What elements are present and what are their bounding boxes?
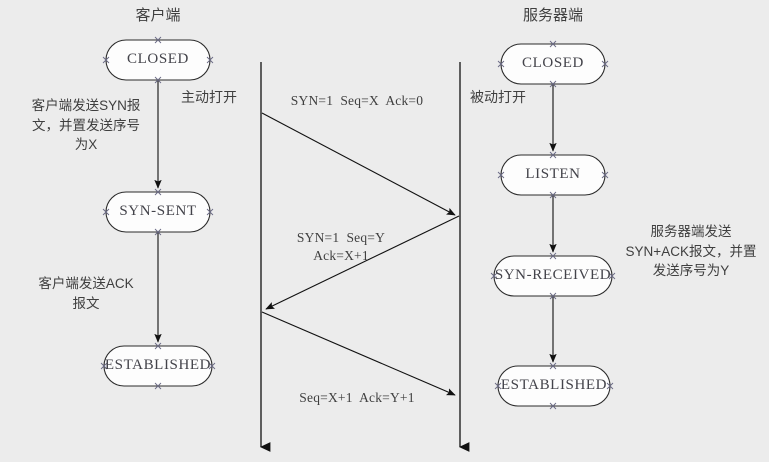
client-note-syn: 客户端发送SYN报 文，并置发送序号 为X xyxy=(31,98,141,153)
message-arrow-ack xyxy=(261,311,456,396)
message-arrow-syn-ack xyxy=(265,215,460,310)
client-state-label-syn-sent: SYN-SENT xyxy=(119,203,197,219)
server-note-syn-ack: 服务器端发送 SYN+ACK报文，并置 发送序号为Y xyxy=(625,224,757,279)
message-label-syn: SYN=1 Seq=X Ack=0 xyxy=(290,93,424,108)
server-state-label-closed: CLOSED xyxy=(522,55,584,71)
message-label-ack: Seq=X+1 Ack=Y+1 xyxy=(299,390,415,405)
message-label-syn-ack: SYN=1 Seq=Y Ack=X+1 xyxy=(296,230,386,264)
server-state-label-listen: LISTEN xyxy=(525,166,581,182)
server-state-label-established: ESTABLISHED xyxy=(500,377,608,393)
client-state-label-closed: CLOSED xyxy=(127,51,189,67)
box-connection-handles xyxy=(100,36,616,410)
server-passive-open-label: 被动打开 xyxy=(470,89,526,105)
client-column-title: 客户端 xyxy=(135,7,181,24)
client-active-open-label: 主动打开 xyxy=(181,89,237,105)
server-state-label-syn-received: SYN-RECEIVED xyxy=(494,267,612,283)
client-state-label-established: ESTABLISHED xyxy=(104,357,212,373)
server-column-title: 服务器端 xyxy=(522,7,583,24)
client-note-ack: 客户端发送ACK 报文 xyxy=(38,276,134,311)
message-arrow-syn xyxy=(261,112,456,216)
